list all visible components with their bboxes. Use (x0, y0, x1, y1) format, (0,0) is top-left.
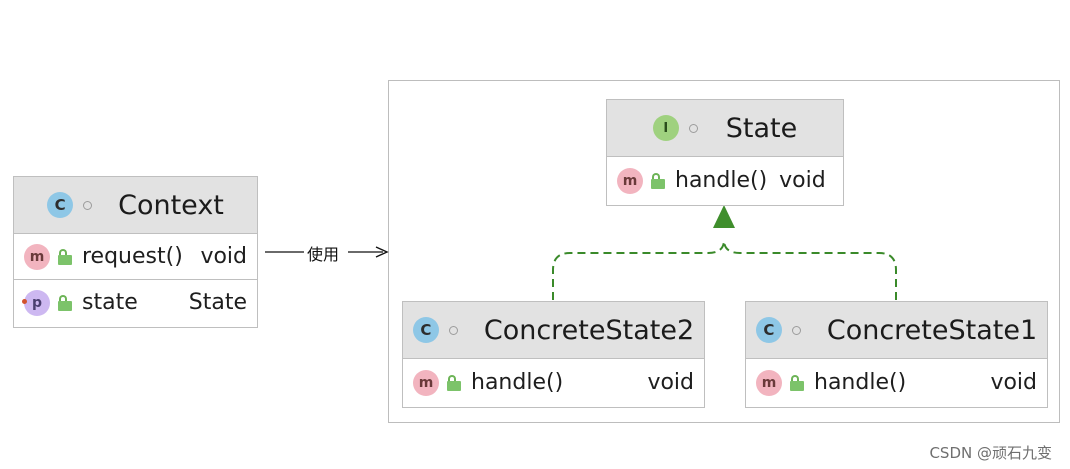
property-icon: p (24, 289, 50, 316)
member-handle[interactable]: m handle() void (607, 156, 843, 204)
class-concrete-state1[interactable]: C ConcreteState1 m handle() void (745, 301, 1048, 408)
uses-edge-arrowhead (375, 246, 389, 258)
member-name: request() (82, 244, 183, 269)
visibility-dot-icon (83, 200, 93, 210)
class-icon: C (47, 192, 74, 218)
member-name: state (82, 290, 138, 315)
class-concrete-state1-name: ConcreteState1 (826, 314, 1038, 346)
watermark: CSDN @顽石九变 (929, 444, 1052, 462)
class-icon: C (412, 317, 439, 343)
public-lock-icon (651, 172, 665, 189)
member-name: handle() (471, 370, 564, 395)
member-type: void (779, 168, 826, 193)
public-lock-icon (58, 248, 72, 265)
public-lock-icon (790, 374, 804, 391)
member-request[interactable]: m request() void (14, 233, 257, 279)
class-context-name: Context (118, 189, 224, 221)
method-icon: m (24, 243, 50, 270)
field-marker-icon (22, 299, 27, 304)
uses-edge-label: 使用 (306, 241, 341, 265)
member-state[interactable]: p state State (14, 279, 257, 325)
public-lock-icon (447, 374, 461, 391)
visibility-dot-icon (688, 123, 698, 133)
member-name: handle() (814, 370, 907, 395)
realization-arrowhead (713, 205, 735, 228)
member-handle[interactable]: m handle() void (746, 358, 1047, 406)
interface-state-name: State (725, 112, 798, 144)
visibility-dot-icon (791, 325, 801, 335)
class-icon: C (755, 317, 782, 343)
class-concrete-state2-header: C ConcreteState2 (403, 302, 704, 358)
interface-icon: I (652, 115, 679, 141)
realization-edge-concrete-state1 (723, 239, 897, 300)
member-type: void (647, 370, 694, 395)
method-icon: m (756, 369, 782, 396)
public-lock-icon (58, 294, 72, 311)
member-type: void (990, 370, 1037, 395)
method-icon: m (617, 167, 643, 194)
member-type: void (200, 244, 247, 269)
class-concrete-state2[interactable]: C ConcreteState2 m handle() void (402, 301, 705, 408)
class-concrete-state2-name: ConcreteState2 (483, 314, 695, 346)
class-context[interactable]: C Context m request() void p state State (13, 176, 258, 328)
member-type: State (188, 290, 247, 315)
member-name: handle() (675, 168, 768, 193)
class-concrete-state1-header: C ConcreteState1 (746, 302, 1047, 358)
method-icon: m (413, 369, 439, 396)
interface-state-header: I State (607, 100, 843, 156)
realization-edge-concrete-state2 (552, 239, 725, 300)
class-context-header: C Context (14, 177, 257, 233)
interface-state[interactable]: I State m handle() void (606, 99, 844, 206)
visibility-dot-icon (448, 325, 458, 335)
member-handle[interactable]: m handle() void (403, 358, 704, 406)
